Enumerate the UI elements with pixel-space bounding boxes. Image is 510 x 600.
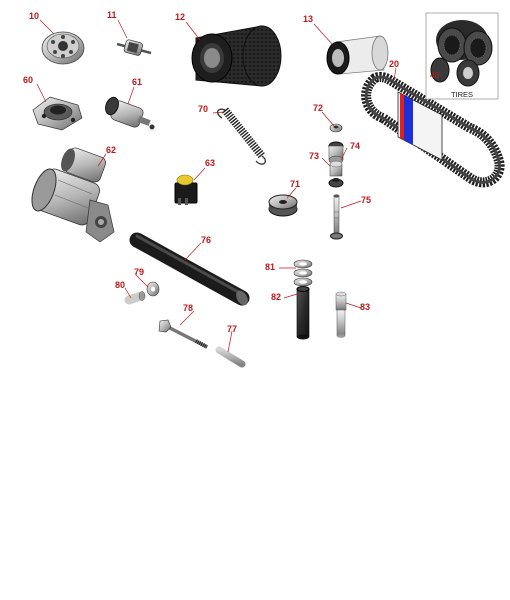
part-80-bushing <box>124 291 146 305</box>
callout-20: 20 <box>389 59 399 69</box>
part-70-spring <box>216 107 266 165</box>
part-13-filter-element <box>326 35 389 75</box>
callout-82: 82 <box>271 292 281 302</box>
callout-83: 83 <box>360 302 370 312</box>
callout-70: 70 <box>198 104 208 114</box>
callout-60: 60 <box>23 75 33 85</box>
tires-part-number: 40 <box>430 71 439 80</box>
part-12-air-filter <box>191 25 282 87</box>
callout-71: 71 <box>290 179 300 189</box>
tires-label: TIRES <box>451 90 473 99</box>
part-73-spacer <box>328 141 344 188</box>
part-61-solenoid <box>105 96 155 130</box>
part-76-roller-tube <box>129 232 250 306</box>
part-71-bushing <box>268 194 298 217</box>
callout-12: 12 <box>175 12 185 22</box>
part-79-washer <box>146 281 160 297</box>
callout-63: 63 <box>205 158 215 168</box>
callout-81: 81 <box>265 262 275 272</box>
callout-74: 74 <box>350 141 360 151</box>
callout-79: 79 <box>134 267 144 277</box>
part-83-shaft <box>335 291 347 338</box>
callout-61: 61 <box>132 77 142 87</box>
callout-labels: 10 11 12 13 20 60 61 62 63 70 71 72 73 7… <box>23 10 399 334</box>
part-81-spacer-stack <box>293 259 313 287</box>
callout-13: 13 <box>303 14 313 24</box>
callout-77: 77 <box>227 324 237 334</box>
part-77-pin <box>215 346 246 368</box>
callout-11: 11 <box>107 10 117 20</box>
callout-10: 10 <box>29 11 39 21</box>
callout-78: 78 <box>183 303 193 313</box>
callout-62: 62 <box>106 145 116 155</box>
callout-80: 80 <box>115 280 125 290</box>
part-20-drive-belt <box>361 71 505 188</box>
callout-73: 73 <box>309 151 319 161</box>
part-11-fuel-filter <box>116 39 152 56</box>
callout-76: 76 <box>201 235 211 245</box>
part-72-nut <box>329 123 343 133</box>
leader-lines <box>36 19 397 353</box>
part-74-spacer <box>329 160 343 177</box>
part-60-mount-bracket <box>32 96 83 131</box>
callout-75: 75 <box>361 195 371 205</box>
part-75-bolt <box>330 194 343 240</box>
part-62-starter-motor <box>31 147 115 243</box>
part-63-switch <box>174 174 198 205</box>
tires-inset: 40 TIRES <box>425 12 499 100</box>
part-78-long-bolt <box>158 319 208 349</box>
callout-72: 72 <box>313 103 323 113</box>
part-10-oil-filter <box>41 31 85 65</box>
part-82-black-tube <box>296 286 310 340</box>
